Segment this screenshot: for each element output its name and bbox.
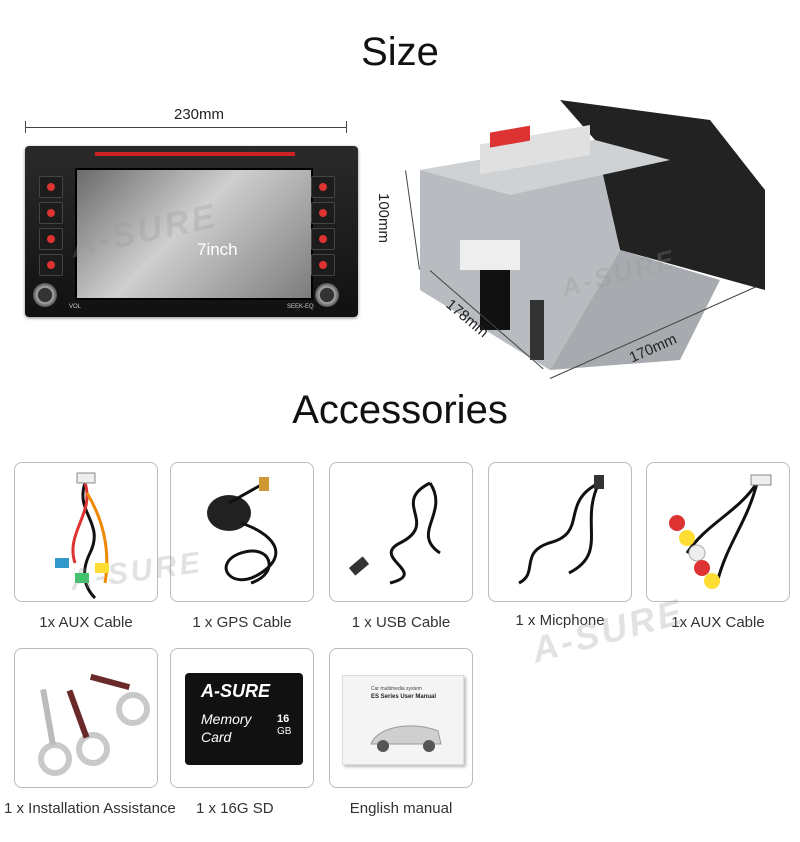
watermark-accessories: A-SURE xyxy=(527,590,689,671)
sd-unit: GB xyxy=(277,726,292,737)
usb-cable-card xyxy=(329,462,473,602)
installation-tools-caption: 1 x Installation Assistance xyxy=(4,800,176,817)
microphone-caption: 1 x Micphone xyxy=(515,612,605,629)
head-unit-rear-image xyxy=(420,100,765,378)
sd-card: A-SURE Memory Card 16 GB xyxy=(185,673,303,765)
vol-label: VOL xyxy=(69,304,82,310)
sd-card-card: A-SURE Memory Card 16 GB xyxy=(170,648,314,788)
screen-size-label: 7inch xyxy=(197,240,238,259)
gps-cable-caption: 1 x GPS Cable xyxy=(192,614,292,631)
width-dimension-line xyxy=(25,127,347,128)
aux-cable-rca-card xyxy=(646,462,790,602)
rear-height-line xyxy=(405,170,420,270)
size-heading: Size xyxy=(361,30,439,74)
manual-line1: Car multimedia system xyxy=(371,686,422,692)
width-dimension-tick-right xyxy=(346,121,347,133)
sd-card-caption: 1 x 16G SD xyxy=(196,800,274,817)
sd-line2: Card xyxy=(201,729,232,745)
cd-slot xyxy=(95,152,295,156)
rear-height-label: 100mm xyxy=(375,193,392,244)
seek-knob xyxy=(315,283,339,307)
gps-cable-card xyxy=(170,462,314,602)
seek-label: SEEK-EQ xyxy=(287,304,314,310)
sd-capacity: 16 xyxy=(277,713,290,725)
manual-card: Car multimedia system ES Series User Man… xyxy=(329,648,473,788)
installation-tools-card xyxy=(14,648,158,788)
aux-cable-card xyxy=(14,462,158,602)
right-button-column xyxy=(311,176,335,280)
aux-cable-rca-caption: 1x AUX Cable xyxy=(671,614,765,631)
volume-knob xyxy=(33,283,57,307)
left-button-column xyxy=(39,176,63,280)
width-dimension-tick-left xyxy=(25,121,26,133)
manual-caption: English manual xyxy=(349,800,453,817)
accessories-heading: Accessories xyxy=(292,388,508,432)
aux-cable-caption: 1x AUX Cable xyxy=(39,614,133,631)
manual-line2: ES Series User Manual xyxy=(371,694,437,700)
sd-line1: Memory xyxy=(201,711,252,727)
head-unit-front-image: 7inch VOL SEEK-EQ xyxy=(25,146,358,317)
sd-brand: A-SURE xyxy=(201,681,271,701)
width-label: 230mm xyxy=(174,106,225,123)
microphone-card xyxy=(488,462,632,602)
usb-cable-caption: 1 x USB Cable xyxy=(351,614,451,631)
manual-booklet: Car multimedia system ES Series User Man… xyxy=(342,675,464,765)
